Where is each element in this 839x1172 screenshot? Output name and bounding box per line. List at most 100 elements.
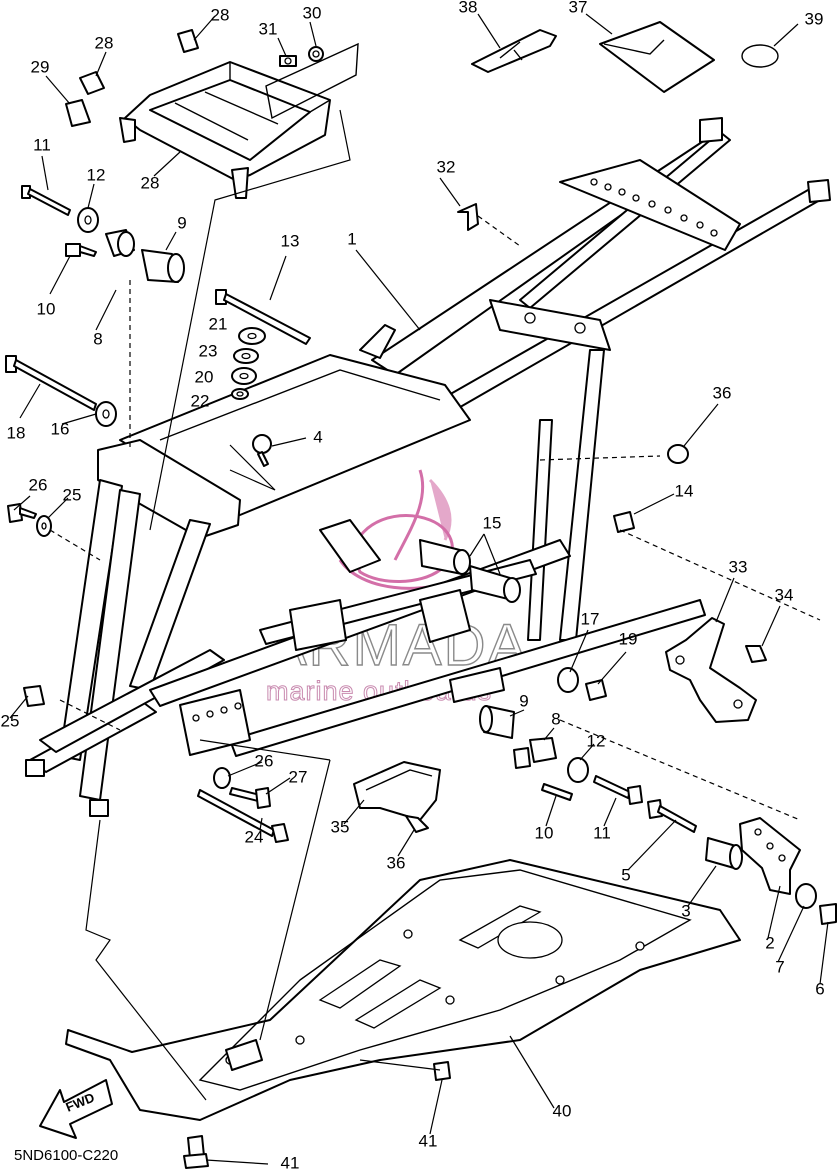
bolt-33	[745, 645, 767, 663]
seat-bracket-27	[119, 61, 331, 199]
callout-3: 3	[681, 901, 690, 920]
bolt-13	[215, 289, 311, 345]
callout-18: 19	[619, 629, 638, 648]
callout-28: 28	[211, 5, 230, 24]
callout-16: 16	[51, 419, 70, 438]
washer-25-lower	[213, 767, 231, 789]
callout-36: 36	[713, 383, 732, 402]
collar-16-top	[95, 401, 117, 427]
o-ring-39	[741, 44, 779, 68]
tool-38	[471, 29, 557, 73]
bolt-26-upper	[7, 503, 37, 523]
callout-23: 24	[245, 827, 264, 846]
callout-40: 40	[553, 1101, 572, 1120]
callout-17: 18	[7, 423, 26, 442]
callout-34: 35	[331, 817, 350, 836]
callout-31: 32	[437, 157, 456, 176]
damper-36	[667, 444, 689, 464]
washer-19	[231, 367, 257, 385]
collar-12-right	[567, 757, 589, 783]
callout-7: 7	[775, 957, 784, 976]
nut-18	[585, 679, 607, 701]
collar-16-right	[557, 667, 579, 693]
callout-12: 12	[587, 731, 606, 750]
skid-plate-40	[65, 859, 741, 1121]
callout-39: 39	[805, 9, 824, 28]
washer-21	[231, 388, 249, 400]
bolt-4	[252, 434, 272, 467]
collar-8-top	[105, 229, 135, 257]
callout-13: 13	[281, 231, 300, 250]
callout-21: 22	[191, 391, 210, 410]
forward-arrow: FWD	[39, 1079, 113, 1139]
bracket-31	[457, 203, 521, 247]
callout-8: 8	[93, 329, 102, 348]
bolt-41-bottom	[183, 1135, 209, 1169]
bracket-34	[353, 761, 441, 821]
callout-41: 41	[419, 1131, 438, 1150]
nut-24	[23, 685, 45, 707]
callout-26: 27	[289, 767, 308, 786]
callout-19: 20	[195, 367, 214, 386]
bracket-32	[665, 617, 757, 723]
callout-28: 28	[95, 33, 114, 52]
callout-25: 25	[63, 485, 82, 504]
callout-16: 17	[581, 609, 600, 628]
callout-14: 14	[675, 481, 694, 500]
callout-12: 12	[87, 165, 106, 184]
bushing-15	[419, 539, 521, 603]
callout-15: 15	[483, 513, 502, 532]
screw-30	[279, 55, 297, 67]
bolt-17	[5, 355, 97, 411]
bolt-11-top	[21, 185, 71, 216]
callout-33: 34	[775, 585, 794, 604]
callout-22: 23	[199, 341, 218, 360]
callout-28: 29	[31, 57, 50, 76]
bushing-9-top	[141, 249, 185, 283]
bolt-26-lower	[229, 787, 271, 809]
bushing-3	[705, 837, 743, 870]
callout-38: 38	[459, 0, 478, 16]
collar-7	[795, 883, 817, 909]
bolt-5	[647, 799, 697, 833]
callout-27: 28	[141, 173, 160, 192]
callout-25: 26	[255, 751, 274, 770]
clip-28-top	[177, 29, 199, 53]
bolt-35	[405, 815, 429, 833]
nut-14	[613, 511, 635, 533]
callout-9: 9	[177, 213, 186, 232]
callout-10: 10	[37, 299, 56, 318]
bolt-23	[197, 789, 289, 843]
callout-1: 1	[347, 229, 356, 248]
washer-25-upper	[36, 515, 52, 537]
reference-lines	[49, 109, 821, 1101]
clip-28-mid	[79, 71, 105, 95]
callout-20: 21	[209, 314, 228, 333]
bushing-9-right	[479, 705, 515, 739]
leader-lines	[9, 13, 829, 1165]
callout-2: 2	[765, 933, 774, 952]
callout-4: 4	[313, 427, 322, 446]
bolt-10-right	[541, 783, 573, 801]
callout-5: 5	[621, 865, 630, 884]
callout-26: 26	[29, 475, 48, 494]
washer-29	[308, 46, 324, 62]
callout-6: 6	[815, 979, 824, 998]
callout-8: 8	[551, 709, 560, 728]
bracket-2	[739, 817, 801, 895]
callout-41: 41	[281, 1153, 300, 1172]
manual-pouch-37	[599, 21, 715, 93]
callout-32: 33	[729, 557, 748, 576]
washer-20	[238, 327, 266, 345]
callout-9: 9	[519, 691, 528, 710]
callout-11: 11	[33, 135, 51, 154]
callout-37: 37	[569, 0, 588, 16]
callout-35: 36	[387, 853, 406, 872]
washer-22	[233, 348, 259, 364]
callout-30: 31	[259, 19, 278, 38]
bolt-41-mid	[433, 1061, 451, 1081]
main-frame-1	[25, 117, 831, 817]
callout-11: 11	[593, 823, 611, 842]
